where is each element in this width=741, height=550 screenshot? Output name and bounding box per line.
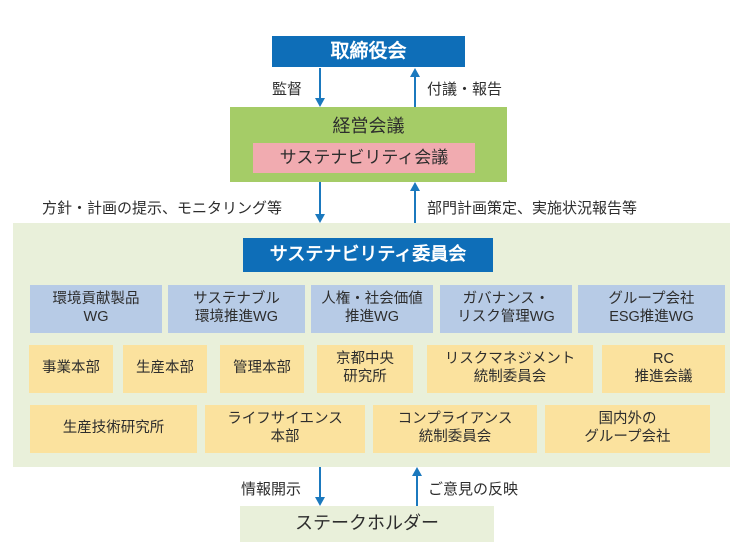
arrow-up-plan-report — [410, 182, 420, 223]
arrow-up-report — [410, 68, 420, 107]
arrow-down-disclosure — [315, 467, 325, 506]
dept-administration-hq: 管理本部 — [220, 345, 304, 393]
dept-production-technology-lab: 生産技術研究所 — [30, 405, 197, 453]
wg-group-esg: グループ会社 ESG推進WG — [578, 285, 725, 333]
dept-production-hq: 生産本部 — [123, 345, 207, 393]
arrow-down-policy — [315, 182, 325, 223]
management-meeting-box: 経営会議 サステナビリティ会議 — [230, 107, 507, 182]
stakeholder-box: ステークホルダー — [240, 506, 494, 542]
wg-human-rights-social-value: 人権・社会価値 推進WG — [311, 285, 433, 333]
label-plan-status-report: 部門計画策定、実施状況報告等 — [427, 200, 638, 217]
sustainability-meeting-box: サステナビリティ会議 — [253, 143, 475, 173]
dept-compliance-committee: コンプライアンス 統制委員会 — [373, 405, 537, 453]
dept-rc-promotion-meeting: RC 推進会議 — [602, 345, 725, 393]
management-meeting-label: 経営会議 — [332, 116, 405, 136]
sustainability-committee-box: サステナビリティ委員会 — [243, 238, 493, 272]
label-information-disclosure: 情報開示 — [241, 481, 302, 498]
arrow-down-supervision — [315, 68, 325, 107]
arrow-up-feedback — [412, 467, 422, 506]
label-submission-report: 付議・報告 — [427, 81, 503, 98]
dept-domestic-overseas-group: 国内外の グループ会社 — [545, 405, 710, 453]
dept-risk-management-committee: リスクマネジメント 統制委員会 — [427, 345, 593, 393]
wg-environmental-products: 環境貢献製品 WG — [30, 285, 162, 333]
label-policy-monitoring: 方針・計画の提示、モニタリング等 — [42, 200, 283, 217]
dept-kyoto-central-lab: 京都中央 研究所 — [317, 345, 413, 393]
dept-business-hq: 事業本部 — [29, 345, 113, 393]
wg-sustainable-environment: サステナブル 環境推進WG — [168, 285, 305, 333]
label-supervision: 監督 — [272, 81, 303, 98]
wg-governance-risk: ガバナンス・ リスク管理WG — [440, 285, 572, 333]
board-of-directors-box: 取締役会 — [272, 36, 465, 67]
dept-life-science-hq: ライフサイエンス 本部 — [205, 405, 365, 453]
label-feedback-reflection: ご意見の反映 — [428, 481, 519, 498]
